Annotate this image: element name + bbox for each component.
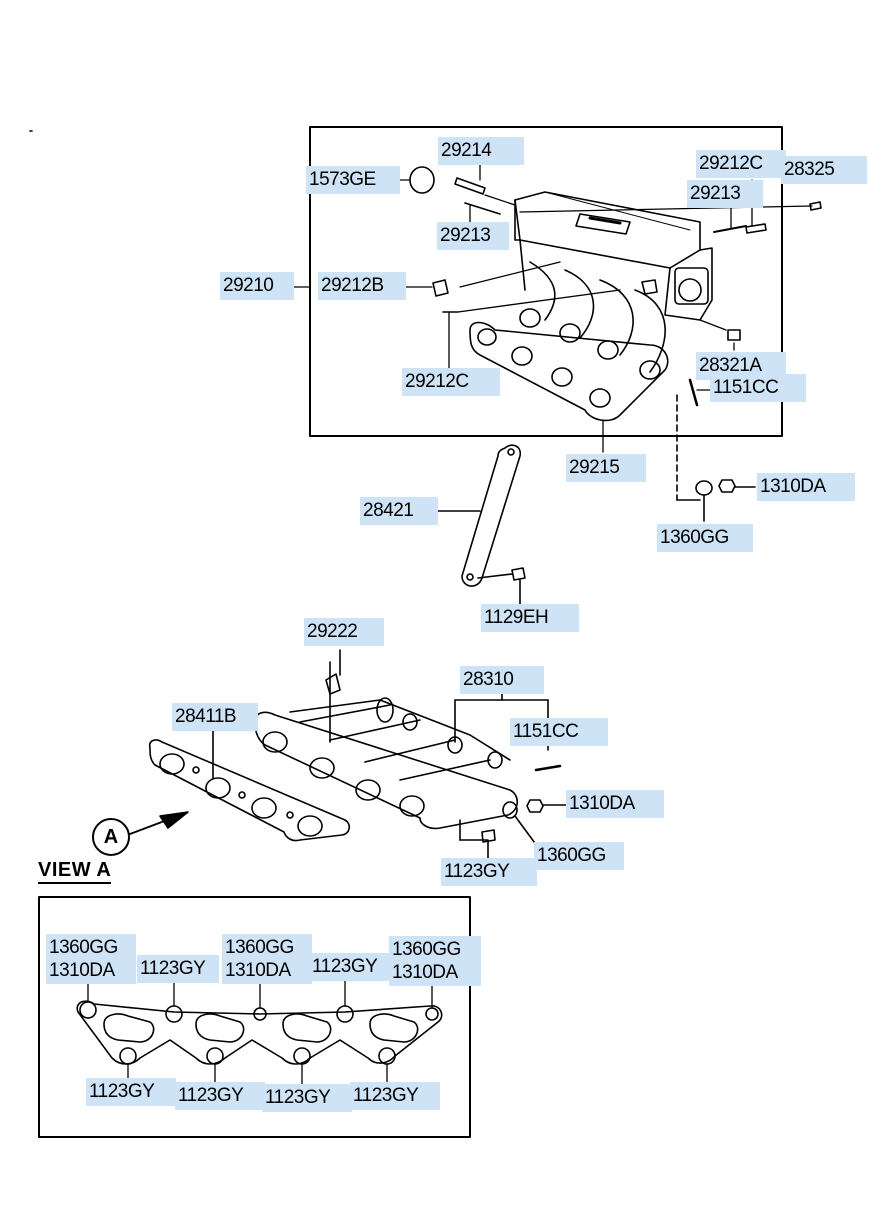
label-29212B[interactable]: 29212B: [318, 272, 406, 300]
label-view-a-bottom-3[interactable]: 1123GY: [262, 1084, 352, 1112]
label-29212C-top[interactable]: 29212C: [696, 150, 786, 178]
label-1360GG-lower[interactable]: 1360GG: [534, 842, 624, 870]
small-fittings: [409, 166, 822, 407]
label-view-a-top-right-line1: 1360GG: [392, 939, 461, 960]
label-1573GE[interactable]: 1573GE: [306, 166, 400, 194]
label-28421[interactable]: 28421: [360, 497, 438, 525]
label-1151CC-lower[interactable]: 1151CC: [510, 718, 608, 746]
view-a-title: VIEW A: [38, 858, 112, 884]
label-28411B[interactable]: 28411B: [172, 703, 258, 731]
manifold-gasket-lower: [148, 729, 351, 842]
label-1310DA-lower[interactable]: 1310DA: [566, 790, 664, 818]
label-view-a-top-left[interactable]: 1360GG 1310DA: [46, 934, 136, 984]
label-view-a-top-mid2-line2: 1310DA: [225, 960, 291, 981]
label-view-a-top-mid2-line1: 1360GG: [225, 937, 294, 958]
label-29212C-left[interactable]: 29212C: [402, 368, 500, 396]
label-29213-right[interactable]: 29213: [687, 180, 763, 208]
stud-nut-assembly: [676, 394, 756, 522]
label-29213-left[interactable]: 29213: [437, 222, 509, 250]
label-view-a-top-right[interactable]: 1360GG 1310DA: [389, 936, 481, 986]
label-1310DA-upper[interactable]: 1310DA: [757, 473, 855, 501]
label-29214[interactable]: 29214: [438, 137, 524, 165]
label-1360GG-upper[interactable]: 1360GG: [657, 524, 753, 552]
view-a-frame: [38, 896, 471, 1138]
label-1151CC-upper[interactable]: 1151CC: [710, 374, 806, 402]
label-28325[interactable]: 28325: [781, 156, 867, 184]
plenum-gasket: [469, 308, 669, 422]
label-29222[interactable]: 29222: [304, 618, 384, 646]
intake-stay: [431, 444, 526, 605]
label-view-a-top-left-line1: 1360GG: [49, 937, 118, 958]
label-1123GY-lower[interactable]: 1123GY: [441, 858, 537, 886]
label-1129EH[interactable]: 1129EH: [481, 604, 579, 632]
label-29215[interactable]: 29215: [566, 454, 646, 482]
label-29210[interactable]: 29210: [220, 272, 294, 300]
intake-plenum-chamber: [514, 191, 713, 373]
upper-assembly-frame: [309, 126, 783, 437]
label-28310[interactable]: 28310: [460, 666, 544, 694]
label-view-a-top-left-line2: 1310DA: [49, 960, 115, 981]
label-view-a-top-right-line2: 1310DA: [392, 962, 458, 983]
view-a-arrow: [129, 811, 189, 835]
label-view-a-top-mid1[interactable]: 1123GY: [137, 955, 219, 983]
label-view-a-bottom-2[interactable]: 1123GY: [175, 1082, 265, 1110]
label-view-a-top-mid2[interactable]: 1360GG 1310DA: [222, 934, 312, 984]
view-a-marker: A: [92, 818, 130, 856]
label-view-a-bottom-1[interactable]: 1123GY: [86, 1078, 176, 1106]
label-view-a-bottom-4[interactable]: 1123GY: [350, 1082, 440, 1110]
label-view-a-top-mid3[interactable]: 1123GY: [309, 953, 391, 981]
view-a-gasket: [76, 1000, 443, 1065]
